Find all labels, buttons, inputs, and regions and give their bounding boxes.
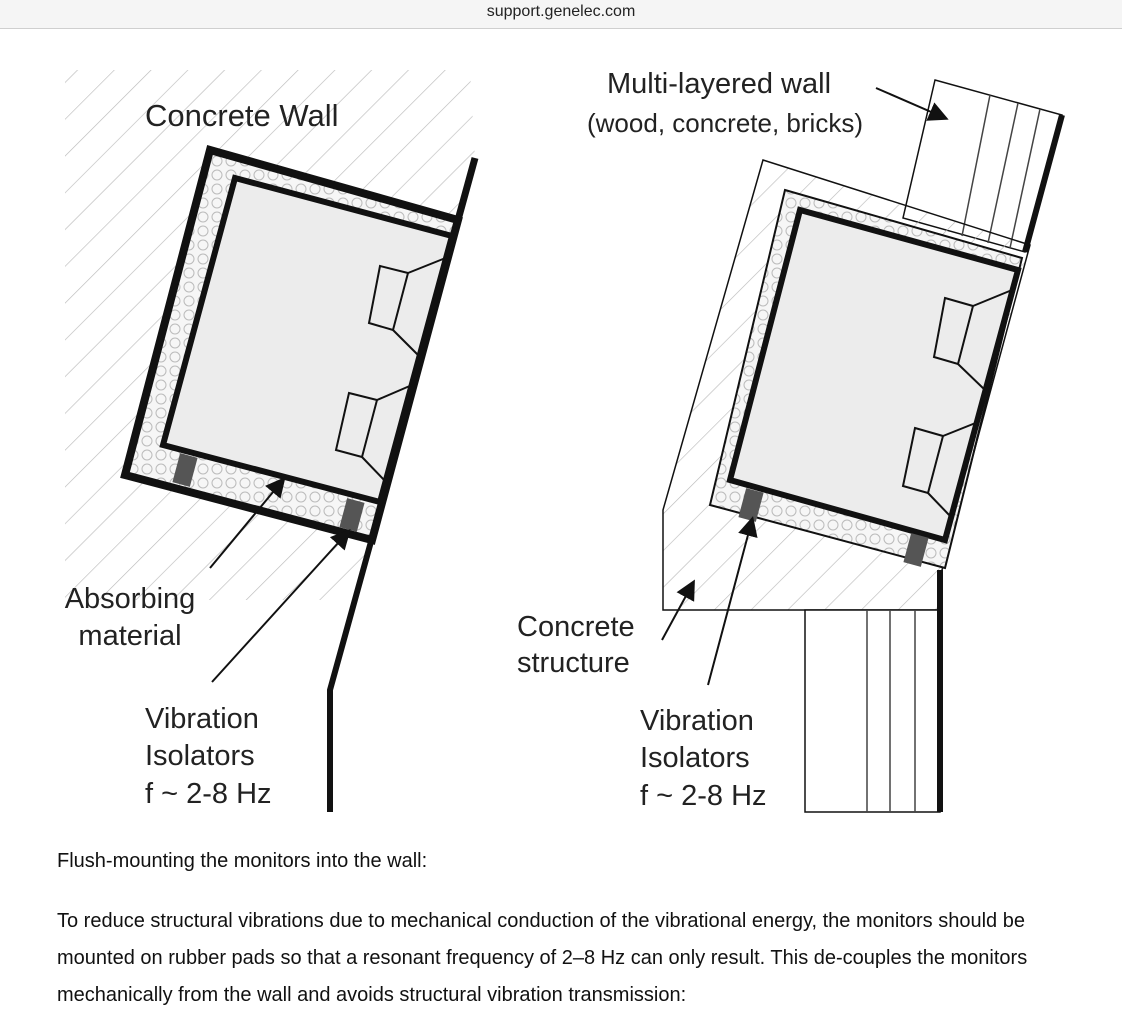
wall-edge-bottom (327, 537, 375, 812)
label-concrete: Concrete (517, 611, 635, 643)
label-material: material (78, 620, 181, 652)
label-frequency: f ~ 2-8 Hz (640, 780, 767, 812)
vibration-isolator (339, 498, 365, 532)
label-frequency: f ~ 2-8 Hz (145, 778, 272, 810)
woofer-driver (367, 256, 449, 358)
label-isolators: Isolators (145, 740, 255, 772)
left-diagram: Concrete Wall Absorbing material Vibrati… (65, 70, 479, 812)
concrete-wall-hatch (65, 70, 475, 600)
lower-wall-block (804, 609, 941, 813)
label-vibration: Vibration (145, 703, 259, 735)
right-diagram: Multi-layered wall (wood, concrete, bric… (517, 68, 1065, 813)
vibration-isolator (903, 533, 929, 567)
label-isolators: Isolators (640, 742, 750, 774)
label-wall-materials: (wood, concrete, bricks) (587, 108, 863, 138)
concrete-arrow (661, 579, 695, 641)
isolator-arrow (707, 516, 758, 686)
wall-edge-top (1022, 114, 1065, 253)
tweeter-driver (901, 421, 979, 519)
wall-edge-top (454, 157, 479, 221)
wall-layers (961, 94, 1041, 249)
label-vibration: Vibration (640, 705, 754, 737)
label-concrete-wall: Concrete Wall (145, 98, 339, 133)
vibration-isolator (738, 488, 764, 522)
figure-caption: Flush-mounting the monitors into the wal… (57, 850, 428, 872)
vibration-isolator (172, 453, 198, 487)
label-absorbing: Absorbing (65, 583, 196, 615)
address-bar[interactable]: support.genelec.com (0, 0, 1122, 29)
article-paragraph: To reduce structural vibrations due to m… (57, 910, 1028, 1006)
absorbing-arrow (209, 476, 286, 569)
flush-mount-diagram: Concrete Wall Absorbing material Vibrati… (65, 68, 1065, 813)
label-structure: structure (517, 647, 630, 679)
url-text: support.genelec.com (486, 3, 636, 20)
monitor-cabinet (726, 206, 1022, 544)
label-multi-layered-wall: Multi-layered wall (607, 68, 831, 100)
isolator-arrow (211, 529, 351, 683)
wall-layers (866, 610, 916, 812)
monitor-cabinet (159, 174, 456, 506)
woofer-driver (932, 289, 1013, 391)
tweeter-driver (334, 384, 413, 483)
multi-layer-arrow (875, 87, 949, 121)
